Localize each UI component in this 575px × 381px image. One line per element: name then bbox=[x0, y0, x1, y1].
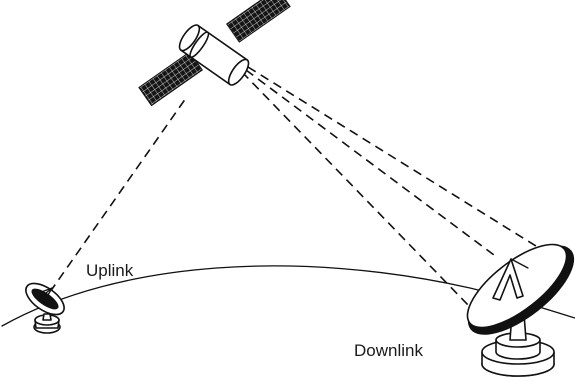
solar-panel-upper bbox=[225, 0, 291, 43]
satellite-icon bbox=[138, 0, 291, 107]
satellite-body bbox=[178, 24, 250, 86]
uplink-label: Uplink bbox=[86, 261, 134, 280]
downlink-beam-3 bbox=[247, 66, 553, 257]
uplink-dish-icon bbox=[25, 282, 65, 334]
signal-beams bbox=[49, 66, 553, 308]
downlink-label: Downlink bbox=[354, 341, 423, 360]
downlink-beam-2 bbox=[245, 69, 499, 259]
uplink-beam bbox=[49, 97, 187, 293]
downlink-dish-icon bbox=[466, 243, 575, 377]
downlink-beam-1 bbox=[241, 71, 471, 308]
solar-panel-lower bbox=[138, 51, 204, 107]
